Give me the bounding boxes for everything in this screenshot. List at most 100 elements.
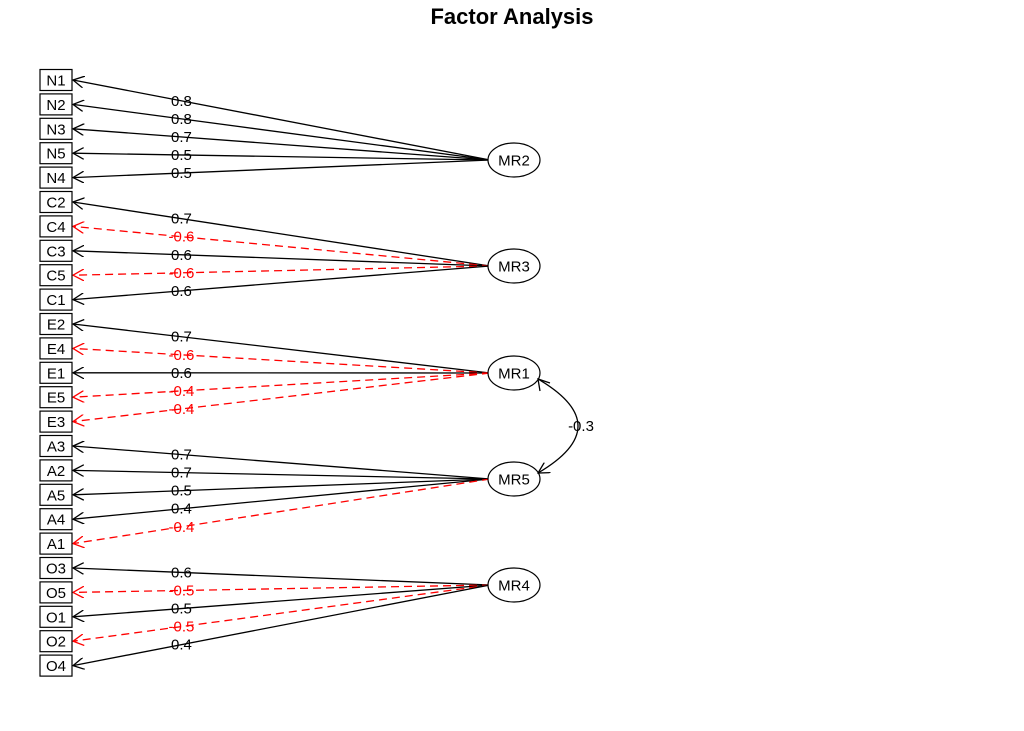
loading-value-mr1-e4: -0.6 [168,347,194,364]
variable-label: C5 [46,268,65,285]
variable-label: N4 [46,170,65,187]
variable-label: A3 [47,439,65,456]
loading-value-mr2-n5: 0.5 [171,147,192,164]
variable-e4: E4 [39,337,73,360]
variable-box [39,117,73,140]
variable-label: O4 [46,658,66,675]
loading-arrow-mr2-n5 [73,153,491,161]
variable-o1: O1 [39,605,73,628]
loading-arrow-mr1-e4 [73,348,491,374]
loading-arrow-mr3-c3 [73,251,491,267]
variable-box [39,337,73,360]
variable-box [39,483,73,506]
loading-arrow-mr3-c5 [73,265,491,275]
variable-box [39,556,73,580]
variable-n2: N2 [39,93,73,116]
variable-label: E1 [47,365,65,382]
variable-o3: O3 [39,556,73,580]
loading-arrow-mr1-e3 [73,372,491,422]
variable-label: O1 [46,609,66,626]
loading-value-mr3-c5: -0.6 [168,265,194,282]
loading-value-mr1-e3: -0.4 [168,401,194,418]
loading-arrow-mr5-a3 [73,446,491,480]
variable-label: E4 [47,341,65,358]
factor-mr2: MR2 [487,142,541,178]
factor-label: MR4 [498,578,530,595]
variable-label: C3 [46,243,65,260]
variable-n1: N1 [39,68,73,92]
loading-value-mr5-a5: 0.5 [171,483,192,500]
loading-arrow-mr2-n3 [73,129,491,161]
factor-ellipse [487,355,541,391]
variable-boxes: N1N2N3N5N4C2C4C3C5C1E2E4E1E5E3A3A2A5A4A1… [39,68,73,677]
loading-arrow-mr3-c4 [73,226,491,267]
loading-arrow-mr3-c1 [73,265,491,300]
variable-box [39,142,73,165]
loading-arrow-mr1-e2 [73,324,491,374]
variable-box [39,410,73,433]
loading-arrow-mr5-a4 [73,478,491,519]
loading-arrow-mr3-c2 [73,202,491,267]
variable-label: E3 [47,414,65,431]
variable-box [39,581,73,604]
loading-value-mr1-e2: 0.7 [171,329,192,346]
variable-box [39,532,73,555]
variable-label: A5 [47,487,65,504]
loading-value-mr3-c3: 0.6 [171,247,192,264]
loading-value-mr5-a1: -0.4 [168,519,194,536]
variable-box [39,215,73,238]
factor-ellipse [487,567,541,603]
loading-arrow-mr1-e5 [73,372,491,397]
loading-arrow-mr4-o5 [73,584,491,592]
variable-e1: E1 [39,361,73,384]
factor-mr3: MR3 [487,248,541,284]
loading-arrow-mr2-n2 [73,104,491,161]
variable-n5: N5 [39,142,73,165]
variable-label: E2 [47,317,65,334]
variable-label: A4 [47,512,65,529]
factor-mr4: MR4 [487,567,541,603]
loading-value-mr3-c1: 0.6 [171,283,192,300]
variable-e3: E3 [39,410,73,433]
factor-label: MR3 [498,259,530,276]
loading-arrow-mr4-o1 [73,584,491,617]
variable-e2: E2 [39,312,73,336]
loading-value-mr5-a4: 0.4 [171,501,192,518]
variable-label: O2 [46,634,66,651]
factor-mr1: MR1 [487,355,541,391]
factor-label: MR5 [498,472,530,489]
loading-value-mr2-n4: 0.5 [171,165,192,182]
loading-arrow-mr4-o3 [73,568,491,586]
loading-value-mr2-n2: 0.8 [171,111,192,128]
variable-n3: N3 [39,117,73,140]
factor-correlations: -0.3 [538,378,594,473]
variable-box [39,312,73,336]
variable-box [39,288,73,311]
variable-label: N1 [46,73,65,90]
variable-box [39,361,73,384]
factor-label: MR1 [498,366,530,383]
loading-value-mr4-o2: -0.5 [168,619,194,636]
variable-label: A2 [47,463,65,480]
variable-box [39,654,73,677]
variable-c5: C5 [39,264,73,287]
variable-o4: O4 [39,654,73,677]
variable-box [39,68,73,92]
variable-label: O5 [46,585,66,602]
correlation-arrow-mr1-mr5 [538,378,579,473]
variable-label: E5 [47,390,65,407]
variable-label: C1 [46,292,65,309]
loading-value-mr4-o5: -0.5 [168,582,194,599]
loading-edges: 0.80.80.70.50.50.7-0.60.6-0.60.60.7-0.60… [73,80,491,666]
factor-ellipse [487,461,541,497]
loading-arrow-mr5-a2 [73,470,491,480]
loading-value-mr1-e1: 0.6 [171,365,192,382]
variable-n4: N4 [39,166,73,189]
variable-box [39,630,73,653]
loading-arrow-mr4-o4 [73,584,491,666]
loading-value-mr4-o3: 0.6 [171,564,192,581]
variable-a1: A1 [39,532,73,555]
variable-box [39,386,73,409]
